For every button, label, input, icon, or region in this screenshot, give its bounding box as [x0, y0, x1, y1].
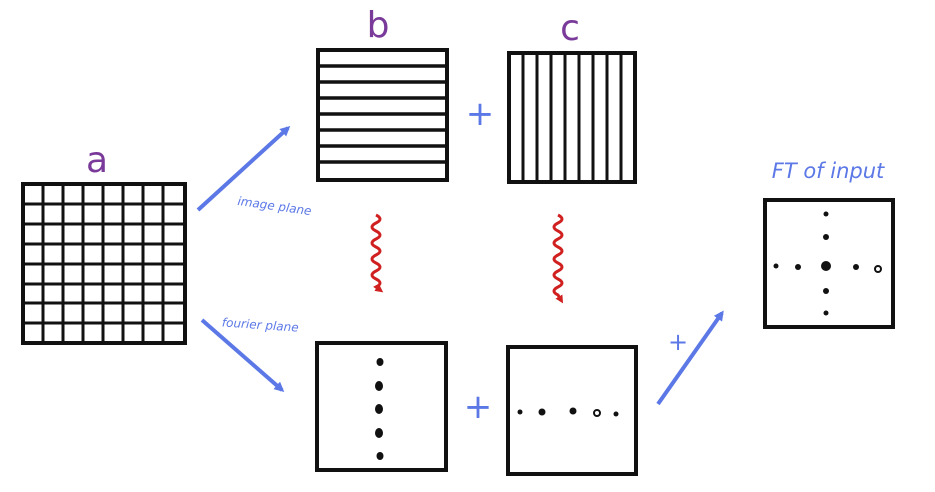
fourier-horizontal-dots-box — [506, 345, 638, 476]
arrow-image-plane — [196, 125, 291, 212]
label-fourier-plane: fourier plane — [221, 315, 299, 334]
squiggle-arrow-right — [552, 213, 564, 304]
plus-sign-arrow: + — [668, 328, 688, 356]
fourier-vertical-dots-box — [315, 341, 448, 472]
squiggle-arrow-left — [370, 213, 384, 293]
label-ft-of-input: FT of input — [772, 159, 885, 183]
label-a: a — [86, 140, 108, 181]
grid-image-a — [21, 182, 187, 345]
ft-of-input-box — [763, 198, 895, 329]
plus-sign-bottom: + — [464, 387, 493, 427]
label-image-plane: image plane — [237, 194, 313, 218]
vertical-lines-image-c — [507, 51, 637, 184]
horizontal-lines-image-b — [316, 48, 449, 182]
label-c: c — [560, 8, 580, 49]
arrow-fourier-plane — [200, 318, 285, 392]
label-b: b — [367, 5, 390, 46]
plus-sign-top: + — [466, 94, 495, 134]
arrow-to-ft — [656, 310, 724, 406]
